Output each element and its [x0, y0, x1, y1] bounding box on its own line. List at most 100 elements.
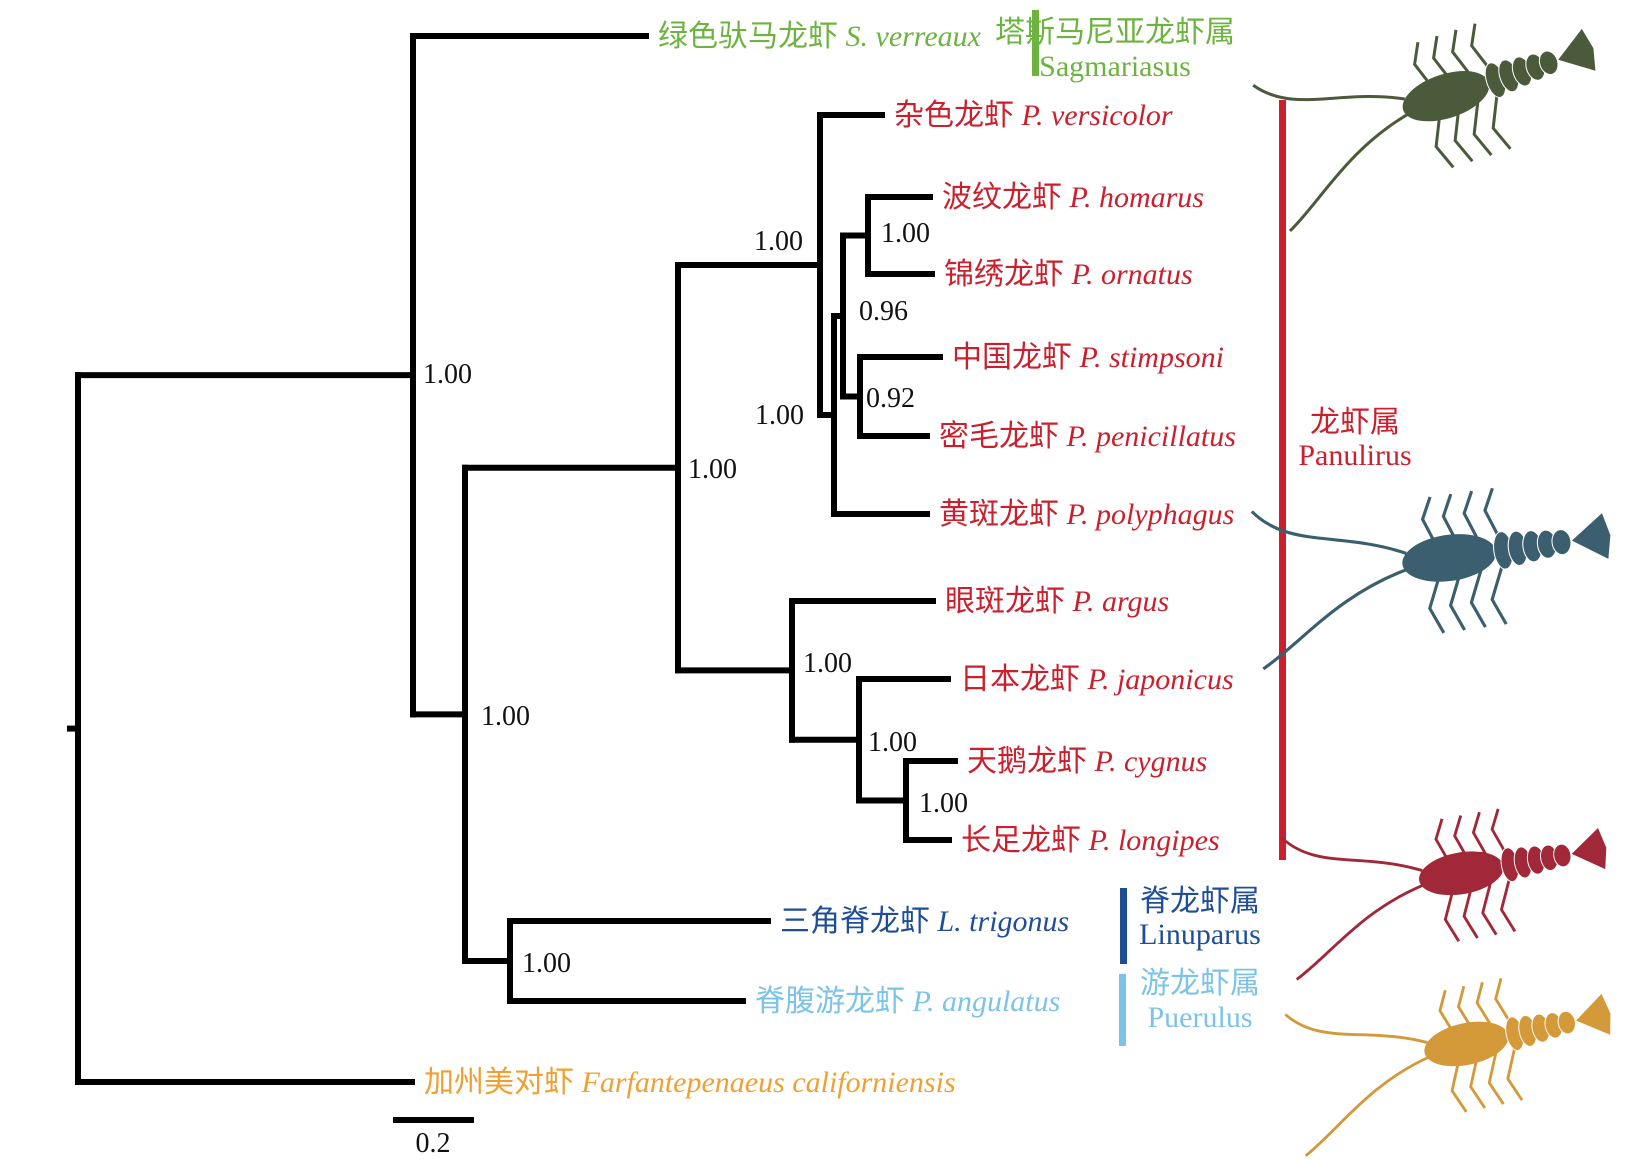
lobster-leg — [1506, 1044, 1524, 1101]
lobster-abdomen-segment — [1557, 1010, 1576, 1035]
genus-labels: 塔斯马尼亚龙虾属Sagmariasus龙虾属Panulirus脊龙虾属Linup… — [995, 16, 1412, 1034]
lobster-carapace — [1419, 851, 1504, 896]
taxon-chinese-name: 锦绣龙虾 — [944, 258, 1072, 291]
genus-chinese-linuparus: 脊龙虾属 — [1140, 885, 1260, 918]
support-n_hom_orn: 1.00 — [881, 218, 930, 249]
taxon-chinese-name: 绿色驮马龙虾 — [658, 20, 846, 53]
lobster-leg — [1499, 875, 1517, 933]
lobster-antenna — [1262, 567, 1409, 671]
lobster-leg — [1472, 98, 1493, 156]
genus-latin-puerulus: Puerulus — [1148, 1001, 1253, 1034]
taxon-chinese-name: 天鹅龙虾 — [967, 745, 1095, 778]
lobster-abdomen-segment — [1551, 529, 1572, 556]
support-n_inner: 1.00 — [755, 400, 804, 431]
taxon-label-pargus: 眼斑龙虾 P. argus — [945, 585, 1169, 618]
scale-bar: 0.2 — [393, 1117, 474, 1159]
taxon-label-pjaponicus: 日本龙虾 P. japonicus — [960, 663, 1234, 696]
taxon-label-ppolyphagus: 黄斑龙虾 P. polyphagus — [939, 498, 1234, 531]
lobster-leg — [1490, 562, 1508, 625]
genus-bar-linuparus — [1120, 888, 1127, 964]
lobster-leg — [1434, 110, 1455, 169]
lobster-carapace — [1424, 1021, 1509, 1067]
taxon-species-name: P. penicillatus — [1066, 420, 1236, 453]
taxon-species-name: P. japonicus — [1087, 663, 1234, 696]
lobster-leg — [1434, 818, 1452, 865]
lobster-leg — [1483, 487, 1501, 539]
support-n_cl: 1.00 — [919, 788, 968, 819]
taxon-species-name: P. stimpsoni — [1079, 341, 1224, 374]
support-n_core: 1.00 — [754, 226, 803, 257]
taxon-chinese-name: 长足龙虾 — [961, 824, 1089, 857]
taxon-species-name: P. angulatus — [912, 985, 1061, 1018]
taxon-species-name: P. homarus — [1069, 181, 1204, 214]
scale-bar-label: 0.2 — [416, 1128, 451, 1159]
taxon-species-name: Farfantepenaeus californiensis — [581, 1066, 956, 1099]
taxon-species-name: P. polyphagus — [1066, 498, 1235, 531]
taxon-label-pstimpsoni: 中国龙虾 P. stimpsoni — [952, 341, 1224, 374]
lobster-leg — [1428, 571, 1446, 634]
taxon-species-name: S. verreaux — [846, 20, 982, 53]
taxon-chinese-name: 三角脊龙虾 — [780, 905, 938, 938]
genus-latin-sagmariasus: Sagmariasus — [1039, 50, 1191, 83]
taxon-chinese-name: 黄斑龙虾 — [939, 498, 1067, 531]
lobster-leg — [1490, 808, 1508, 855]
lobster-antenna — [1304, 1055, 1431, 1157]
genus-latin-linuparus: Linuparus — [1139, 918, 1261, 951]
genus-latin-panulirus: Panulirus — [1298, 439, 1411, 472]
genus-chinese-puerulus: 游龙虾属 — [1140, 967, 1260, 1000]
lobster-tail — [1571, 827, 1607, 870]
genus-bar-sagmariasus — [1032, 10, 1039, 76]
support-n_pan: 1.00 — [688, 454, 737, 485]
lobster-leg — [1470, 23, 1492, 71]
genus-chinese-sagmariasus: 塔斯马尼亚龙虾属 — [995, 16, 1235, 49]
lobster-green-icon — [1252, 23, 1596, 233]
taxon-label-ppenicillatus: 密毛龙虾 P. penicillatus — [939, 420, 1236, 453]
taxon-chinese-name: 加州美对虾 — [424, 1066, 582, 1099]
taxon-species-name: P. ornatus — [1071, 258, 1193, 291]
taxon-label-pornatus: 锦绣龙虾 P. ornatus — [944, 258, 1193, 291]
genus-bar-panulirus — [1279, 100, 1286, 860]
lobster-leg — [1462, 882, 1479, 939]
lobster-orange-icon — [1284, 977, 1611, 1157]
taxon-label-ltrigonus: 三角脊龙虾 L. trigonus — [780, 905, 1069, 938]
support-n_spiny: 1.00 — [423, 359, 472, 390]
lobster-tail — [1558, 28, 1596, 71]
lobster-antenna — [1280, 836, 1423, 872]
lobster-leg — [1451, 29, 1472, 77]
taxon-label-plongipes: 长足龙虾 P. longipes — [961, 824, 1220, 857]
lobster-antenna — [1288, 111, 1411, 233]
lobster-leg — [1443, 885, 1461, 943]
lobster-leg — [1453, 104, 1474, 163]
taxon-species-name: L. trigonus — [937, 905, 1070, 938]
lobster-abdomen-segment — [1538, 50, 1559, 76]
taxon-chinese-name: 杂色龙虾 — [894, 99, 1022, 132]
lobster-red-icon — [1280, 808, 1607, 981]
taxon-species-name: P. longipes — [1088, 824, 1220, 857]
lobster-leg — [1494, 977, 1512, 1024]
taxon-chinese-name: 眼斑龙虾 — [945, 585, 1073, 618]
taxon-chinese-name: 日本龙虾 — [960, 663, 1088, 696]
taxon-label-pangulatus: 脊腹游龙虾 P. angulatus — [755, 985, 1060, 1018]
taxon-label-sverreaux: 绿色驮马龙虾 S. verreaux — [658, 20, 982, 53]
lobster-photos — [1250, 23, 1611, 1157]
lobster-antenna — [1284, 1013, 1428, 1044]
support-n_sti_pen: 0.92 — [866, 383, 915, 414]
lobster-leg — [1462, 490, 1481, 542]
lobster-leg — [1469, 1052, 1487, 1109]
lobster-leg — [1469, 565, 1487, 628]
lobster-tail — [1576, 993, 1611, 1035]
taxon-label-fcaliforniensis: 加州美对虾 Farfantepenaeus californiensis — [424, 1066, 956, 1099]
lobster-leg — [1420, 496, 1439, 548]
lobster-leg — [1413, 41, 1434, 89]
lobster-leg — [1450, 1056, 1468, 1113]
taxon-chinese-name: 脊腹游龙虾 — [755, 985, 913, 1018]
support-n_arg: 1.00 — [803, 648, 852, 679]
taxon-chinese-name: 密毛龙虾 — [939, 420, 1067, 453]
support-n_q: 0.96 — [859, 296, 908, 327]
lobster-leg — [1448, 568, 1466, 631]
lobster-tail — [1571, 513, 1611, 559]
support-n_p1: 1.00 — [481, 701, 530, 732]
lobster-leg — [1475, 981, 1494, 1028]
